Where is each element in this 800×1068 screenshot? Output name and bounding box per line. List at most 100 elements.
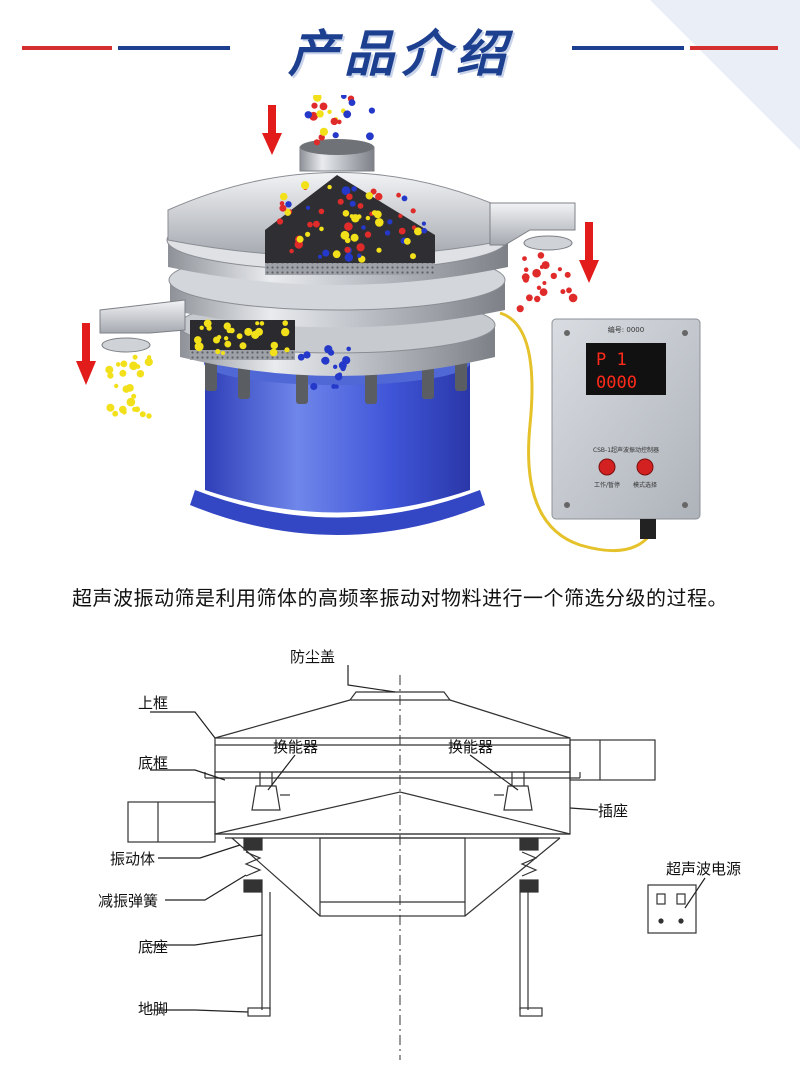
particle [255,321,260,326]
particle [327,184,332,190]
particle [364,231,372,238]
page-title: 产品介绍 [288,25,512,83]
particle [421,227,428,234]
ultrasonic-controller: 编号: 0000 P 1 0000 CSB-1超声波振动控制器 工作/暂停 模式… [551,318,701,539]
particle [216,335,222,340]
particle [396,192,401,198]
particle [199,325,204,330]
particle [398,227,406,235]
particle [279,204,287,212]
particle [401,195,408,202]
particle [542,281,547,285]
particle [516,305,524,313]
particle [410,253,416,260]
particle [105,365,114,374]
particle [375,218,384,227]
mode-select-button[interactable] [636,458,654,476]
particle [203,319,212,328]
particle [244,327,253,336]
particle [365,215,371,221]
particle [340,230,350,240]
particles [105,95,578,419]
particle [523,267,529,272]
flow-arrows [76,105,599,385]
particle [346,346,352,352]
particle [344,253,353,262]
display-line-2: 0000 [596,373,637,393]
particle [224,340,232,348]
particle [296,235,304,243]
particle [421,221,426,226]
particle [206,325,212,331]
particle [522,256,527,261]
label-foot: 地脚 [138,1000,168,1018]
particle [539,288,548,296]
header-line-right-red [690,46,778,50]
particle [321,357,328,364]
particle [132,354,138,360]
particle [119,369,127,377]
particle [332,250,341,259]
particle [334,384,339,389]
header-line-left-red [22,46,112,50]
particle [276,218,284,225]
particle [135,364,141,369]
particle [361,225,366,230]
particle [351,186,357,192]
particle [131,393,137,399]
particle [557,267,563,272]
particle [269,348,278,357]
panel-label: CSB-1超声波振动控制器 [593,446,659,454]
particle [368,107,375,114]
particle [289,248,294,254]
particle [327,109,332,114]
particle [136,370,145,378]
particle [403,237,411,245]
particle [322,249,330,257]
particle [305,231,311,237]
particle [366,132,374,141]
decorative-corner [650,0,800,150]
particle [303,351,311,359]
particle [146,413,152,419]
particle [342,356,351,365]
particle [344,222,353,231]
particle [349,200,356,207]
particle [332,132,339,139]
particle [114,383,119,389]
particle [305,205,311,210]
particle [414,227,422,236]
particle [106,403,115,412]
particle [537,252,545,259]
particle [560,289,566,295]
particle [346,193,353,200]
particle [144,357,153,367]
outlets [99,202,576,353]
particle [330,117,338,126]
particle [333,364,338,369]
particle [384,230,391,236]
label-damping-spring: 减振弹簧 [98,892,158,910]
display-line-1: P 1 [596,350,627,370]
particle [343,110,352,119]
particle [539,265,544,269]
label-socket: 插座 [598,802,628,820]
particle [129,361,138,371]
particle [255,327,263,336]
particle [410,208,416,214]
particle [125,384,134,392]
particle [534,295,541,303]
particle [337,198,344,205]
particle [139,411,146,418]
particle [194,336,202,344]
particle [313,220,320,228]
particle [341,186,351,196]
work-pause-button[interactable] [598,458,616,476]
particle [536,285,542,290]
particle [221,351,225,355]
label-bottom-frame: 底框 [138,754,168,772]
particle [526,294,533,302]
label-ultrasonic-power: 超声波电源 [666,860,741,878]
particle [121,409,127,415]
particle [279,201,285,206]
